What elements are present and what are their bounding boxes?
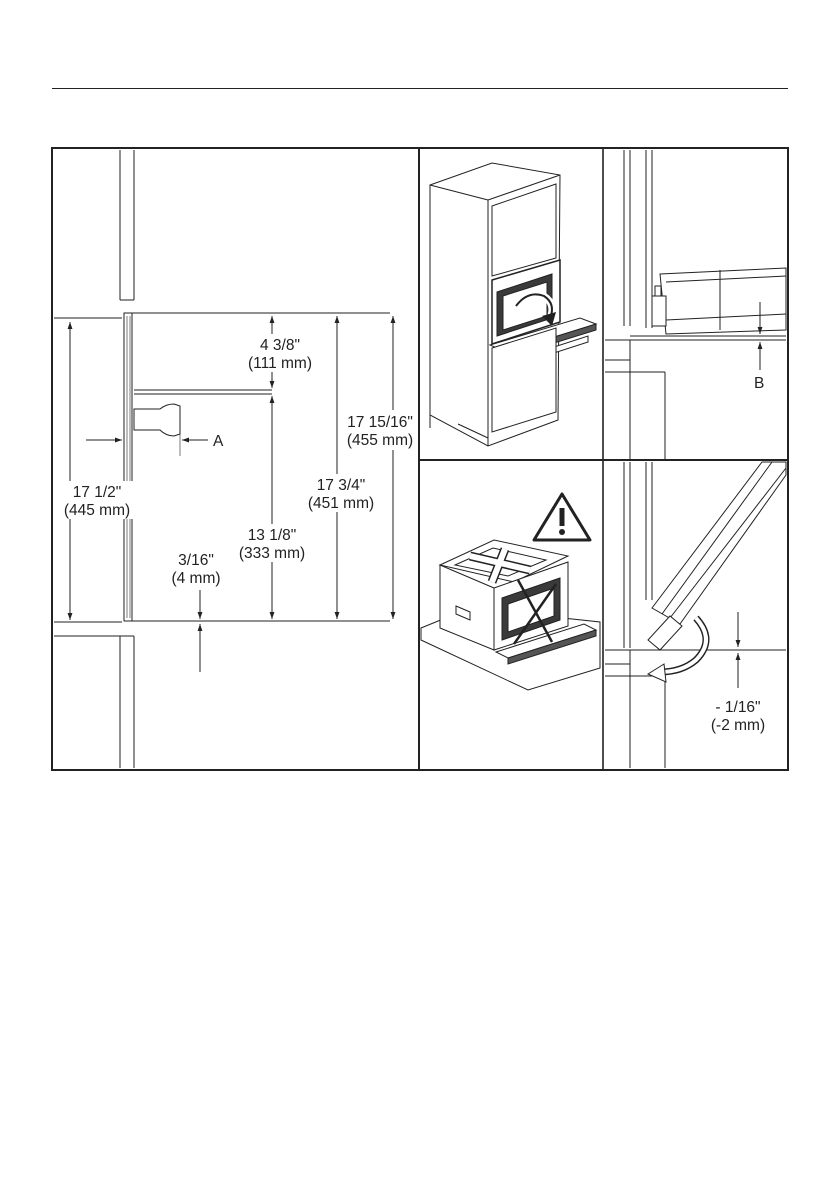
dim-gap-inch: 3/16" [178, 552, 214, 569]
dim-inner-right-mm: (451 mm) [308, 495, 374, 512]
tall-cabinet-illustration [430, 163, 596, 446]
cross-section-panel: A 17 1/2" (445 mm) 4 3/8" (111 mm) 13 1/… [54, 150, 418, 768]
warning-panel [421, 494, 600, 690]
warning-icon [534, 494, 590, 540]
dim-inner-right-inch: 17 3/4" [317, 477, 366, 494]
dim-left-mm: (445 mm) [64, 502, 130, 519]
detail-tilt-panel: - 1/16" (-2 mm) [605, 462, 786, 768]
dim-outer-right-inch: 17 15/16" [347, 414, 413, 431]
detail-b-panel: B [605, 150, 786, 460]
dim-tilt-mm: (-2 mm) [711, 717, 765, 734]
dim-top-mm: (111 mm) [248, 355, 312, 372]
dim-tilt-inch: - 1/16" [715, 699, 760, 716]
dim-middle-inch: 13 1/8" [248, 527, 297, 544]
label-a: A [213, 433, 224, 450]
door-handle [134, 404, 180, 436]
dim-top-inch: 4 3/8" [260, 337, 300, 354]
cabinet-wall [54, 150, 134, 768]
dim-outer-right-mm: (455 mm) [347, 432, 413, 449]
dim-middle-mm: (333 mm) [239, 545, 305, 562]
dim-gap-mm: (4 mm) [171, 570, 220, 587]
label-b: B [754, 375, 764, 392]
dim-left-inch: 17 1/2" [73, 484, 122, 501]
